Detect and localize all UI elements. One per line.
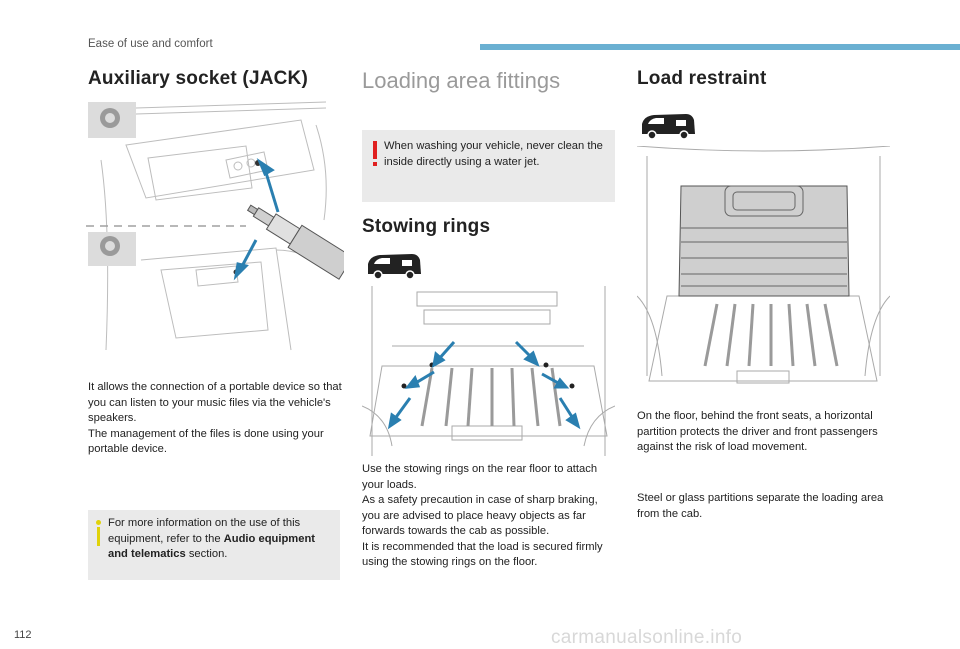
header-accent-bar	[480, 44, 960, 50]
jack-description: It allows the connection of a portable d…	[88, 380, 343, 458]
jack-section-title: Auxiliary socket (JACK)	[88, 68, 309, 89]
info-text-bold: Audio equipment and telematics	[108, 532, 316, 561]
stowing-paragraph: Use the stowing rings on the rear floor …	[362, 463, 598, 491]
stowing-rings-title: Stowing rings	[362, 216, 491, 237]
info-text-suffix: section.	[185, 548, 228, 560]
stowing-rings-description: Use the stowing rings on the rear floor …	[362, 462, 617, 571]
load-restraint-title: Load restraint	[637, 68, 767, 89]
partition-description: On the floor, behind the front seats, a …	[637, 410, 878, 453]
warning-icon	[372, 141, 378, 167]
van-icon	[364, 252, 424, 280]
info-text-prefix: For more information on the use of this …	[108, 517, 301, 545]
info-box: For more information on the use of this …	[88, 510, 340, 580]
info-icon	[96, 520, 102, 546]
watermark: carmanualsonline.info	[551, 627, 743, 648]
stowing-paragraph: As a safety precaution in case of sharp …	[362, 494, 598, 537]
jack-paragraph: It allows the connection of a portable d…	[88, 381, 342, 424]
stowing-paragraph: It is recommended that the load is secur…	[362, 540, 603, 569]
warning-box: When washing your vehicle, never clean t…	[362, 130, 615, 202]
section-header: Ease of use and comfort	[88, 38, 213, 50]
page-number: 112	[14, 629, 32, 641]
jack-paragraph: The management of the files is done usin…	[88, 427, 324, 456]
loading-area-title: Loading area fittings	[362, 68, 561, 93]
van-icon	[638, 112, 698, 140]
jack-socket-illustration	[86, 100, 344, 362]
stowing-rings-illustration	[362, 286, 615, 456]
load-restraint-illustration	[637, 146, 890, 392]
info-text: For more information on the use of this …	[108, 516, 334, 563]
partition-types-description: Steel or glass partitions separate the l…	[637, 492, 884, 520]
warning-text: When washing your vehicle, never clean t…	[384, 140, 603, 168]
